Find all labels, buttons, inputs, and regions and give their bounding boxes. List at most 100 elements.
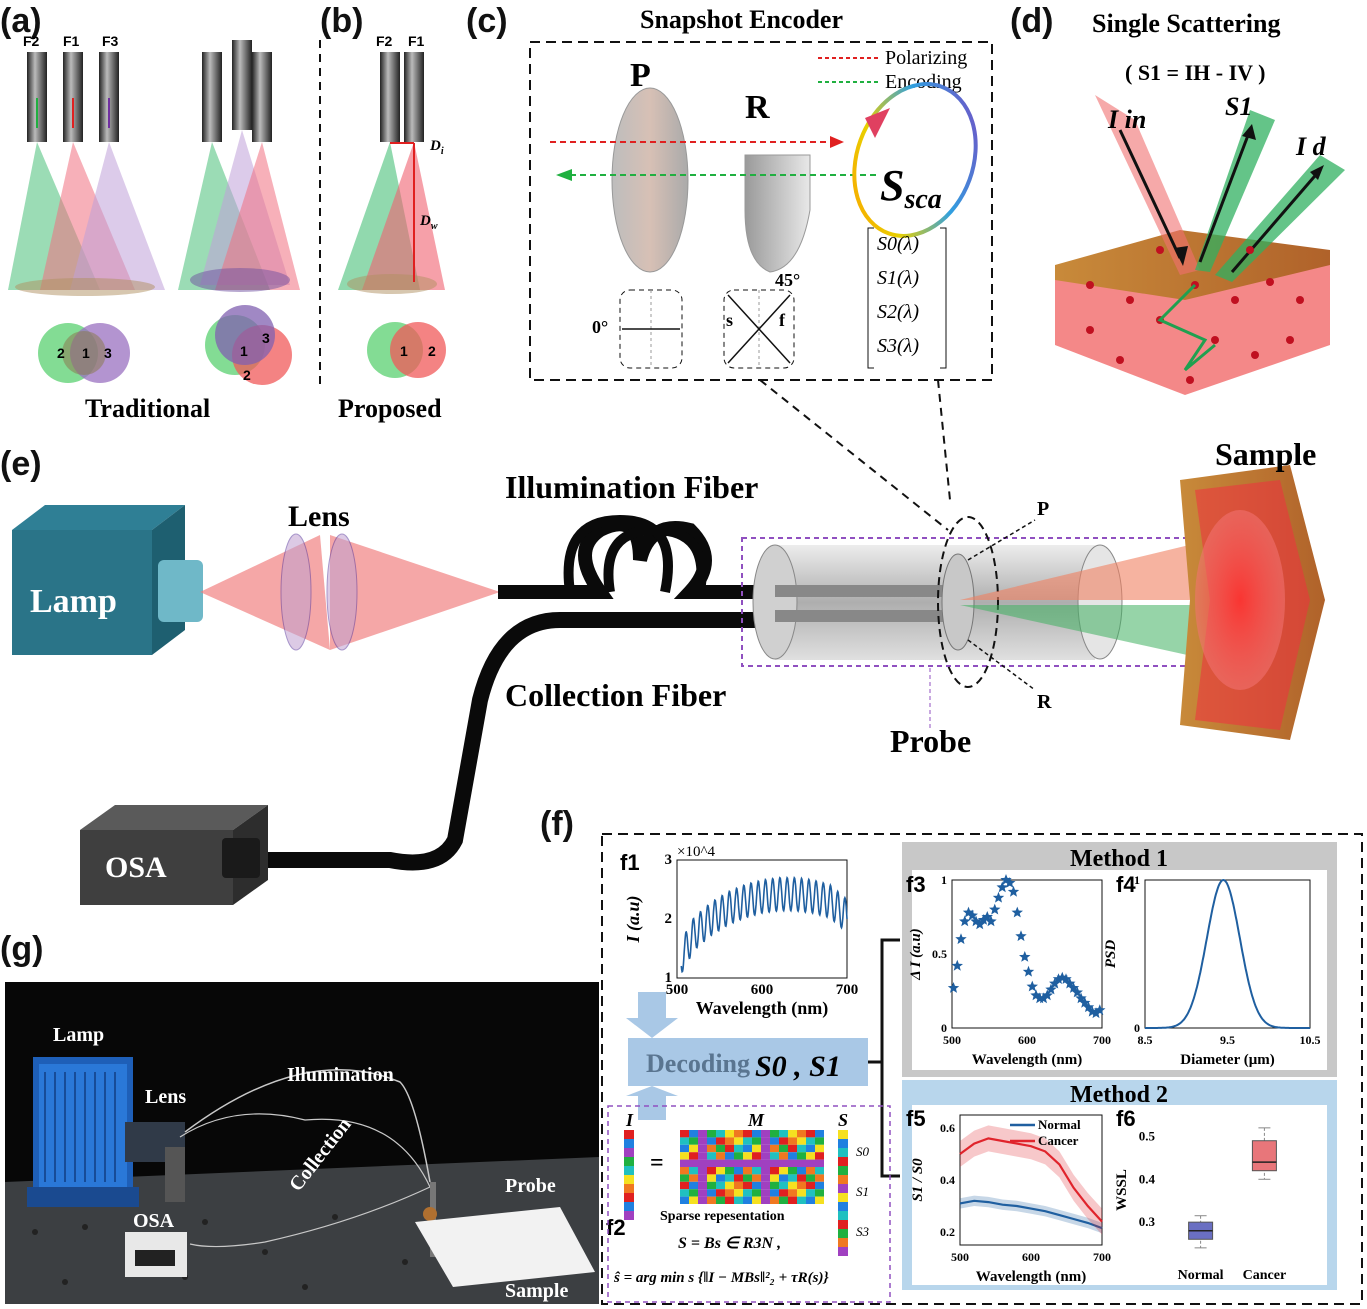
panel-c-label: (c) xyxy=(466,2,508,40)
collection-fiber-label: Collection Fiber xyxy=(505,677,726,713)
matrix-cell xyxy=(788,1152,797,1160)
matrix-cell xyxy=(689,1144,698,1153)
matrix-eq: = xyxy=(650,1150,664,1176)
matrix-cell xyxy=(797,1174,806,1182)
matrix-cell xyxy=(770,1144,779,1153)
vector-i-cell xyxy=(624,1157,634,1166)
matrix-s0: S0 xyxy=(856,1144,870,1159)
f1-xtick: 500 xyxy=(666,982,689,998)
probe-label: Probe xyxy=(890,723,971,759)
vector-s-cell xyxy=(838,1157,848,1166)
matrix-cell xyxy=(716,1196,725,1204)
vector-s-cell xyxy=(838,1220,848,1229)
matrix-cell xyxy=(779,1159,788,1167)
panel-a-label: (a) xyxy=(0,2,42,40)
f3-data-point xyxy=(1079,996,1091,1008)
vector-s-cell xyxy=(838,1229,848,1238)
matrix-cell xyxy=(716,1167,725,1175)
matrix-cell xyxy=(725,1144,734,1153)
matrix-cell xyxy=(707,1181,716,1190)
f4-axes-box xyxy=(1144,879,1311,1029)
matrix-cell xyxy=(761,1196,770,1204)
matrix-cell xyxy=(707,1174,716,1182)
matrix-cell xyxy=(752,1152,761,1160)
vector-s-cell xyxy=(838,1238,848,1247)
f3-data-point xyxy=(970,915,982,927)
fiber-label-f3: F3 xyxy=(102,33,119,49)
matrix-cell xyxy=(680,1159,689,1167)
vector-s-cell xyxy=(838,1247,848,1256)
matrix-cell xyxy=(806,1152,815,1160)
matrix-cell xyxy=(725,1152,734,1160)
matrix-cell xyxy=(770,1181,779,1190)
f1-series-line xyxy=(680,876,848,974)
decoding-label: Decoding xyxy=(646,1049,750,1078)
matrix-cell xyxy=(707,1167,716,1175)
matrix-cell xyxy=(707,1152,716,1160)
fiber-label-b-f2: F2 xyxy=(376,33,393,49)
stokes-s0: S0(λ) xyxy=(877,233,919,255)
f5-band-normal xyxy=(960,1195,1102,1234)
matrix-cell xyxy=(788,1130,797,1138)
photo-illustration xyxy=(5,1057,599,1304)
f1-ylabel: I (a.u) xyxy=(623,895,644,943)
matrix-cell xyxy=(770,1196,779,1204)
f3-data-point xyxy=(959,915,971,927)
vector-i-cell xyxy=(624,1130,634,1139)
equation-2: ŝ = arg min s {‖I − MBs‖²₂ + τR(s)} xyxy=(613,1270,829,1286)
matrix-cell xyxy=(752,1196,761,1204)
di-label: D xyxy=(429,138,441,154)
matrix-cell xyxy=(770,1189,779,1197)
f3-data-point xyxy=(981,911,993,922)
matrix-cell xyxy=(761,1130,770,1138)
matrix-cell xyxy=(779,1137,788,1145)
f3-data-point xyxy=(1022,965,1035,977)
f3-data-point xyxy=(1082,1001,1095,1013)
matrix-cell xyxy=(779,1130,788,1138)
f1-xlabel: Wavelength (nm) xyxy=(696,998,829,1019)
photo-sample-label: Sample xyxy=(505,1280,569,1302)
matrix-cell xyxy=(806,1159,815,1167)
matrix-cell xyxy=(761,1137,770,1145)
vector-s-cell xyxy=(838,1139,848,1148)
matrix-cell xyxy=(770,1152,779,1160)
polarizer-p-label: P xyxy=(630,57,651,94)
f3-data-point xyxy=(1075,992,1087,1004)
matrix-cell xyxy=(734,1167,743,1175)
matrix-s3: S3 xyxy=(856,1224,870,1239)
matrix-cell xyxy=(788,1144,797,1153)
matrix-cell xyxy=(680,1174,689,1182)
f5-line-normal xyxy=(959,1199,1103,1230)
f1-xtick: 600 xyxy=(751,982,774,998)
vector-i-cell xyxy=(624,1193,634,1202)
retarder-r-label: R xyxy=(745,89,770,126)
matrix-cell xyxy=(761,1152,770,1160)
main-diagram: F2 F1 F3 2 1 3 1 3 2 Traditional xyxy=(8,5,1345,905)
matrix-cell xyxy=(689,1189,698,1197)
f6-ylabel: WSSL xyxy=(1114,1169,1130,1211)
matrix-cell xyxy=(680,1130,689,1138)
f4-xtick: 9.5 xyxy=(1220,1033,1235,1047)
matrix-cell xyxy=(716,1130,725,1138)
scattering-equation: ( S1 = IH - IV ) xyxy=(1125,60,1265,85)
f5-tag: f5 xyxy=(906,1106,926,1131)
matrix-cell xyxy=(770,1174,779,1182)
matrix-cell xyxy=(815,1196,824,1204)
f5-ytick: 0.4 xyxy=(940,1173,955,1187)
ssca-sub: sca xyxy=(903,184,941,215)
matrix-cell xyxy=(698,1189,707,1197)
f3-data-point xyxy=(1045,983,1057,995)
f3-ylabel: Δ I (a.u) xyxy=(908,928,924,981)
f3-tag: f3 xyxy=(906,872,926,897)
fiber-label-b-f1: F1 xyxy=(408,33,425,49)
venn-a-right-3: 3 xyxy=(262,330,270,346)
vector-s xyxy=(838,1130,848,1256)
photo-probe-label: Probe xyxy=(505,1175,556,1197)
probe-r-label: R xyxy=(1037,691,1052,713)
matrix-cell xyxy=(725,1167,734,1175)
f6-ytick: 0.3 xyxy=(1139,1214,1156,1229)
matrix-cell xyxy=(770,1159,779,1167)
method1-title: Method 1 xyxy=(1070,846,1168,872)
matrix-cell xyxy=(698,1130,707,1138)
